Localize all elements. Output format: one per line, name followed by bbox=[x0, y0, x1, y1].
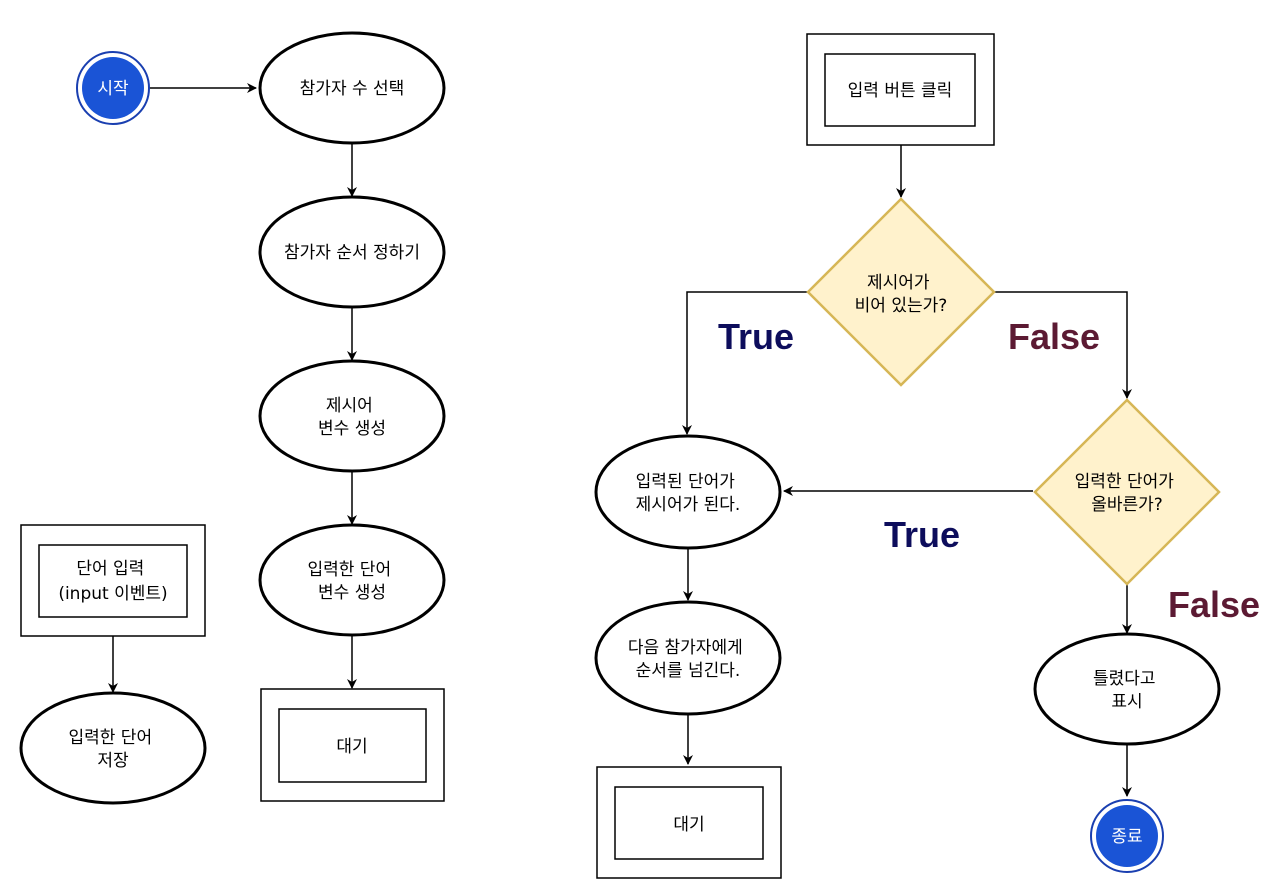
process-save-word-label: 입력한 단어 저장 bbox=[68, 728, 157, 771]
label-correct-false: False bbox=[1168, 584, 1260, 625]
process-becomes-suggest-shape bbox=[594, 434, 782, 550]
process-set-order: 참가자 순서 정하기 bbox=[258, 195, 446, 309]
decision-is-correct-border bbox=[1033, 398, 1221, 586]
edge-labels: True False True False bbox=[718, 316, 1260, 625]
process-show-wrong-shape bbox=[1033, 632, 1221, 746]
process-input-var-label: 입력한 단어 변수 생성 bbox=[307, 560, 396, 603]
process-suggest-var-label: 제시어 변수 생성 bbox=[318, 396, 386, 439]
event-click-input-inner-box bbox=[824, 53, 976, 127]
process-input-var: 입력한 단어 변수 생성 bbox=[258, 523, 446, 637]
start-terminal-label: 시작 bbox=[97, 79, 129, 99]
process-set-order-shape bbox=[258, 195, 446, 309]
process-suggest-var-line-1: 제시어 bbox=[326, 396, 373, 416]
event-word-input-label: 단어 입력 (input 이벤트) bbox=[58, 559, 167, 604]
process-show-wrong-label: 틀렸다고 표시 bbox=[1093, 669, 1161, 712]
edge-empty-false bbox=[994, 291, 1132, 399]
decision-is-correct-shape bbox=[1035, 400, 1219, 584]
process-becomes-suggest: 입력된 단어가 제시어가 된다. bbox=[594, 434, 782, 550]
event-click-input-label: 입력 버튼 클릭 bbox=[848, 81, 953, 101]
process-select-participants: 참가자 수 선택 bbox=[258, 31, 446, 145]
process-pass-turn-label: 다음 참가자에게 순서를 넘긴다. bbox=[628, 638, 748, 681]
wait-left-label: 대기 bbox=[336, 737, 367, 757]
process-becomes-suggest-label: 입력된 단어가 제시어가 된다. bbox=[636, 472, 741, 515]
wait-left: 대기 bbox=[260, 688, 445, 802]
process-set-order-label: 참가자 순서 정하기 bbox=[284, 243, 420, 263]
wait-right-inner-box bbox=[614, 786, 764, 860]
decision-is-empty: 제시어가 비어 있는가? bbox=[806, 197, 996, 387]
edge-empty-true bbox=[682, 291, 808, 435]
decision-is-correct-line-2: 올바른가? bbox=[1091, 495, 1163, 515]
process-save-word-line-1: 입력한 단어 bbox=[68, 728, 152, 748]
process-pass-turn-line-2: 순서를 넘긴다. bbox=[636, 661, 741, 681]
process-suggest-var-line-2: 변수 생성 bbox=[318, 419, 386, 439]
process-input-var-shape bbox=[258, 523, 446, 637]
process-pass-turn-line-1: 다음 참가자에게 bbox=[628, 638, 743, 658]
label-correct-true: True bbox=[884, 514, 960, 555]
wait-right-label: 대기 bbox=[673, 815, 704, 835]
end-terminal: 종료 bbox=[1090, 799, 1164, 873]
decision-is-correct-line-1: 입력한 단어가 bbox=[1075, 472, 1175, 492]
end-terminal-label: 종료 bbox=[1111, 827, 1142, 847]
process-input-var-line-2: 변수 생성 bbox=[318, 583, 386, 603]
event-word-input: 단어 입력 (input 이벤트) bbox=[20, 524, 206, 637]
event-word-input-line-1: 단어 입력 bbox=[76, 559, 144, 579]
process-pass-turn-shape bbox=[594, 600, 782, 716]
process-save-word: 입력한 단어 저장 bbox=[19, 691, 207, 805]
process-suggest-var-shape bbox=[258, 359, 446, 473]
process-select-participants-shape bbox=[258, 31, 446, 145]
decision-is-empty-line-1: 제시어가 bbox=[867, 273, 930, 293]
process-pass-turn: 다음 참가자에게 순서를 넘긴다. bbox=[594, 600, 782, 716]
process-select-participants-label: 참가자 수 선택 bbox=[300, 79, 405, 99]
process-save-word-line-2: 저장 bbox=[97, 751, 129, 771]
decision-is-empty-line-2: 비어 있는가? bbox=[855, 296, 948, 316]
process-becomes-suggest-line-1: 입력된 단어가 bbox=[636, 472, 736, 492]
process-suggest-var: 제시어 변수 생성 bbox=[258, 359, 446, 473]
process-show-wrong: 틀렸다고 표시 bbox=[1033, 632, 1221, 746]
decision-is-correct-label: 입력한 단어가 올바른가? bbox=[1075, 472, 1180, 515]
event-word-input-inner-box bbox=[38, 544, 188, 618]
wait-left-inner-box bbox=[278, 708, 427, 783]
start-terminal: 시작 bbox=[76, 51, 150, 125]
wait-right: 대기 bbox=[596, 766, 782, 879]
decision-is-empty-label: 제시어가 비어 있는가? bbox=[855, 273, 948, 316]
label-empty-false: False bbox=[1008, 316, 1100, 357]
process-show-wrong-line-2: 표시 bbox=[1111, 692, 1142, 712]
start-terminal-circle bbox=[82, 57, 144, 119]
event-word-input-line-2: (input 이벤트) bbox=[58, 584, 167, 604]
edges bbox=[108, 83, 1132, 797]
end-terminal-circle bbox=[1096, 805, 1158, 867]
decision-is-empty-border bbox=[806, 197, 996, 387]
process-show-wrong-line-1: 틀렸다고 bbox=[1093, 669, 1156, 689]
event-click-input: 입력 버튼 클릭 bbox=[806, 33, 995, 146]
process-save-word-shape bbox=[19, 691, 207, 805]
process-input-var-line-1: 입력한 단어 bbox=[307, 560, 391, 580]
decision-is-correct: 입력한 단어가 올바른가? bbox=[1033, 398, 1221, 586]
process-becomes-suggest-line-2: 제시어가 된다. bbox=[636, 495, 741, 515]
label-empty-true: True bbox=[718, 316, 794, 357]
